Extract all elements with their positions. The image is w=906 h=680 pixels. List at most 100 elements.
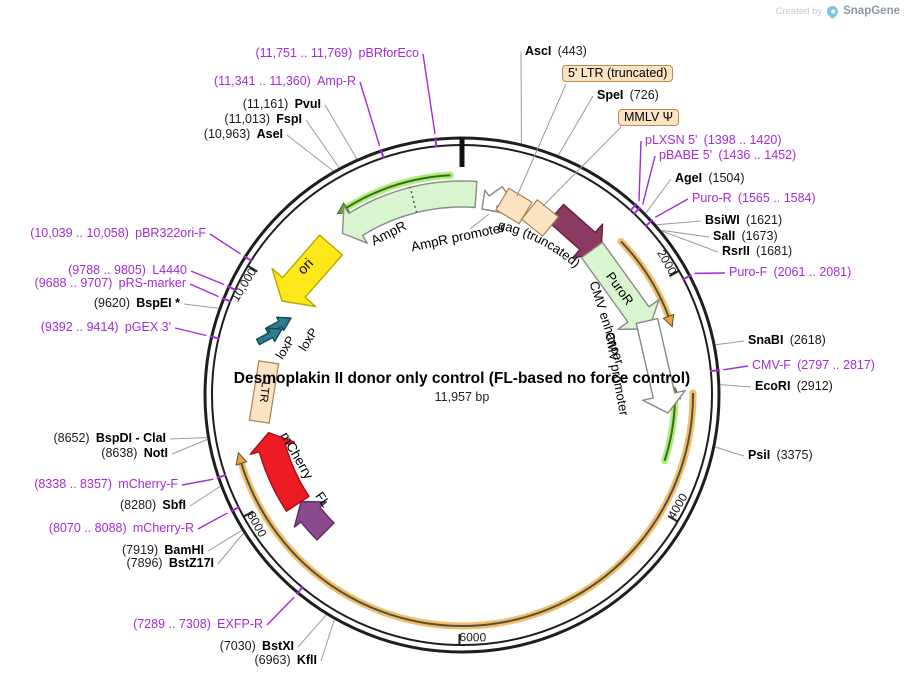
- primer-label-pgex-3-: (9392 .. 9414) pGEX 3': [40, 320, 171, 334]
- enzyme-label-asei: (10,963) AseI: [203, 127, 283, 141]
- primer-site-tick: [632, 206, 642, 216]
- leader-line-SpeI: [557, 95, 594, 156]
- primer-site-tick: [221, 297, 232, 303]
- leader-line-BamHI: [207, 530, 243, 552]
- leader-line-pLXSN 5': [638, 140, 642, 202]
- enzyme-label-kfli: (6963) KflI: [254, 653, 317, 667]
- tick-mark: [243, 510, 254, 518]
- primer-label-plxsn-5-: pLXSN 5' (1398 .. 1420): [645, 133, 782, 147]
- leader-line: [469, 213, 490, 230]
- enzyme-label-bsiwi: BsiWI (1621): [705, 213, 783, 227]
- enzyme-label-sbfi: (8280) SbfI: [120, 498, 186, 512]
- primer-site-tick: [682, 274, 692, 281]
- truncation-dots: [409, 187, 418, 213]
- tick-mark: [668, 269, 680, 278]
- enzyme-label-bspei-: (9620) BspEI *: [93, 296, 180, 310]
- primer-site-tick: [644, 218, 654, 228]
- feature-loxP-2: [255, 327, 283, 346]
- leader-line-FspI: [305, 119, 340, 168]
- watermark-created-by: Created by: [775, 5, 823, 17]
- snapgene-logo-icon: [824, 3, 841, 19]
- leader-line-five-ltr: [516, 83, 567, 197]
- feature-AmpR: [341, 180, 478, 244]
- enzyme-label-bamhi: (7919) BamHI: [122, 543, 204, 557]
- leader-line-EXFP-R: [266, 596, 295, 626]
- feature-ori: [271, 234, 343, 308]
- leader-line-SalI: [661, 229, 710, 238]
- enzyme-label-fspi: (11,013) FspI: [224, 112, 302, 126]
- feature-label-ampr-promoter: AmpR promoter: [410, 220, 507, 255]
- primer-site-tick: [379, 148, 385, 159]
- primer-label-pbrforeco: (11,751 .. 11,769) pBRforEco: [255, 46, 419, 60]
- feature-ltr-box: [248, 360, 280, 424]
- leader-line-Puro-R: [654, 198, 689, 218]
- feature-gag-truncated: [547, 203, 604, 259]
- primer-site-tick: [434, 137, 438, 148]
- enzyme-label-bspdi-clai: (8652) BspDI - ClaI: [53, 431, 166, 445]
- primer-site-tick: [243, 254, 253, 263]
- primer-label-amp-r: (11,341 .. 11,360) Amp-R: [214, 74, 356, 88]
- tick-mark: [247, 265, 258, 273]
- feature-PuroR: [580, 241, 660, 330]
- primer-site-tick: [230, 505, 240, 513]
- primer-label-prs-marker: (9688 .. 9707) pRS-marker: [34, 276, 186, 290]
- primer-label-cmv-f: CMV-F (2797 .. 2817): [752, 358, 875, 372]
- feature-tag-five-ltr: 5' LTR (truncated): [562, 65, 674, 82]
- primer-label-l4440: (9788 .. 9805) L4440: [68, 263, 187, 277]
- feature-tag-mmlv-psi: MMLV Ψ: [618, 109, 680, 126]
- leader-line-BspDI - ClaI: [169, 437, 208, 440]
- leader-line-pRS-marker: [189, 283, 219, 298]
- leader-line-EcoRI: [720, 384, 752, 388]
- feature-label-ltr: LTR: [257, 381, 271, 403]
- leader-line-NotI: [171, 438, 208, 455]
- primer-site-tick: [709, 369, 720, 373]
- primer-site-tick: [209, 335, 220, 340]
- primer-site-tick: [226, 285, 237, 292]
- leader-line-BstXI: [297, 614, 327, 648]
- leader-line-AgeI: [645, 178, 672, 214]
- leader-line-RsrII: [661, 230, 719, 253]
- leader-line-pGEX 3': [174, 327, 207, 337]
- plasmid-length: 11,957 bp: [434, 390, 490, 404]
- indicator-donor-span: [235, 389, 697, 630]
- leader-line-PsiI: [715, 446, 745, 457]
- watermark-brand: SnapGene: [843, 5, 900, 17]
- leader-line-SbfI: [189, 485, 221, 507]
- tick-label: 6000: [459, 630, 486, 644]
- primer-label-puro-r: Puro-R (1565 .. 1584): [692, 191, 816, 205]
- feature-FL: [293, 500, 335, 541]
- title-block: Desmoplakin II donor only control (FL-ba…: [234, 370, 690, 404]
- enzyme-label-bstz17i: (7896) BstZ17I: [126, 556, 214, 570]
- primer-site-tick: [295, 585, 304, 595]
- leader-line-BsiWI: [656, 220, 702, 226]
- feature-gag-box-1: [495, 187, 533, 225]
- leader-line-KflI: [320, 619, 335, 662]
- leader-line-BstZ17I: [217, 532, 244, 565]
- primer-label-puro-f: Puro-F (2061 .. 2081): [729, 265, 852, 279]
- leader-line-pBRforEco: [422, 53, 436, 134]
- leader-line-SnaBI: [715, 340, 745, 346]
- primer-site-tick: [216, 473, 227, 479]
- enzyme-label-sali: SalI (1673): [713, 229, 778, 243]
- primer-label-exfp-r: (7289 .. 7308) EXFP-R: [133, 617, 263, 631]
- primer-label-mcherry-f: (8338 .. 8357) mCherry-F: [34, 477, 178, 491]
- leader-line-mmlv-psi: [542, 126, 622, 207]
- leader-line-mCherry-R: [197, 512, 228, 530]
- indicator-orf-puro-fwd: [617, 237, 675, 328]
- feature-mCherry: [249, 431, 310, 512]
- tick-label: 10,000: [228, 265, 259, 304]
- primer-site-tick: [629, 203, 638, 212]
- enzyme-label-noti: (8638) NotI: [101, 446, 168, 460]
- enzyme-label-asci: AscI (443): [525, 44, 587, 58]
- leader-line-L4440: [190, 270, 225, 286]
- leader-line-BspEI *: [183, 303, 219, 309]
- leader-line-pBR322ori-F: [209, 233, 241, 255]
- leader-line-Amp-R: [359, 81, 381, 146]
- primer-label-pbabe-5-: pBABE 5' (1436 .. 1452): [659, 148, 797, 162]
- primer-label-mcherry-r: (8070 .. 8088) mCherry-R: [48, 521, 194, 535]
- tick-mark: [667, 515, 679, 523]
- feature-CMV-promoter: [635, 317, 686, 414]
- watermark: Created by SnapGene: [775, 3, 900, 19]
